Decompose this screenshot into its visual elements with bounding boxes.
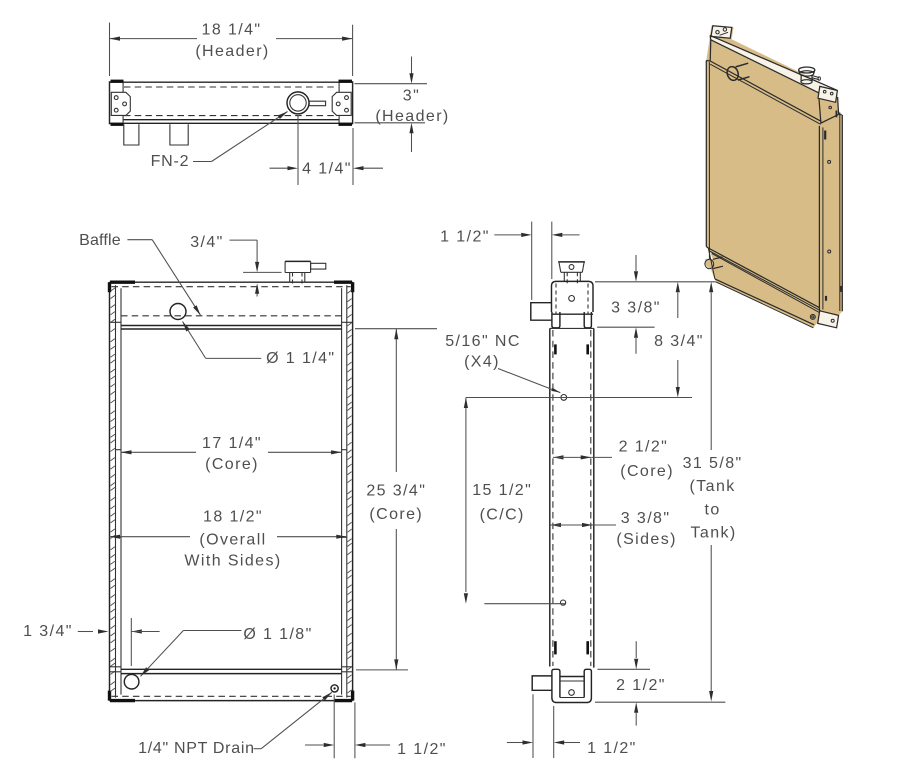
svg-text:1 1/2": 1 1/2" [587, 740, 637, 757]
svg-text:(Overall: (Overall [199, 532, 266, 549]
svg-text:(Core): (Core) [205, 456, 259, 473]
svg-text:to: to [705, 501, 721, 518]
svg-text:1 1/2": 1 1/2" [440, 229, 490, 246]
svg-text:3": 3" [403, 88, 420, 105]
svg-text:1 1/2": 1 1/2" [397, 741, 447, 758]
svg-text:5/16" NC: 5/16" NC [445, 333, 521, 350]
svg-text:(Sides): (Sides) [616, 531, 676, 548]
svg-text:(X4): (X4) [464, 354, 500, 371]
svg-text:3/4": 3/4" [190, 234, 224, 251]
svg-text:17 1/4": 17 1/4" [202, 435, 262, 452]
svg-text:2 1/2": 2 1/2" [616, 677, 666, 694]
svg-text:Baffle: Baffle [79, 232, 121, 249]
svg-text:(Header): (Header) [375, 108, 449, 125]
svg-text:3 3/8": 3 3/8" [621, 510, 671, 527]
svg-text:(Core): (Core) [369, 506, 423, 523]
svg-text:3 3/8": 3 3/8" [611, 299, 661, 316]
svg-text:Tank): Tank) [691, 524, 737, 541]
svg-text:(Core): (Core) [620, 463, 674, 480]
svg-text:2 1/2": 2 1/2" [619, 439, 669, 456]
svg-text:18 1/4": 18 1/4" [202, 22, 262, 39]
svg-text:31 5/8": 31 5/8" [683, 455, 743, 472]
svg-text:4 1/4": 4 1/4" [302, 161, 352, 178]
svg-text:1/4" NPT Drain: 1/4" NPT Drain [138, 740, 255, 757]
svg-text:With Sides): With Sides) [184, 553, 281, 570]
svg-text:18 1/2": 18 1/2" [203, 509, 263, 526]
svg-text:8 3/4": 8 3/4" [654, 333, 704, 350]
svg-text:Ø 1 1/8": Ø 1 1/8" [243, 626, 312, 643]
svg-text:FN-2: FN-2 [151, 153, 190, 170]
svg-text:(C/C): (C/C) [480, 506, 525, 523]
svg-text:15 1/2": 15 1/2" [472, 482, 532, 499]
svg-text:1 3/4": 1 3/4" [23, 623, 73, 640]
svg-text:(Header): (Header) [195, 43, 269, 60]
svg-text:25 3/4": 25 3/4" [366, 483, 426, 500]
svg-text:(Tank: (Tank [690, 478, 736, 495]
svg-text:Ø 1 1/4": Ø 1 1/4" [266, 350, 335, 367]
